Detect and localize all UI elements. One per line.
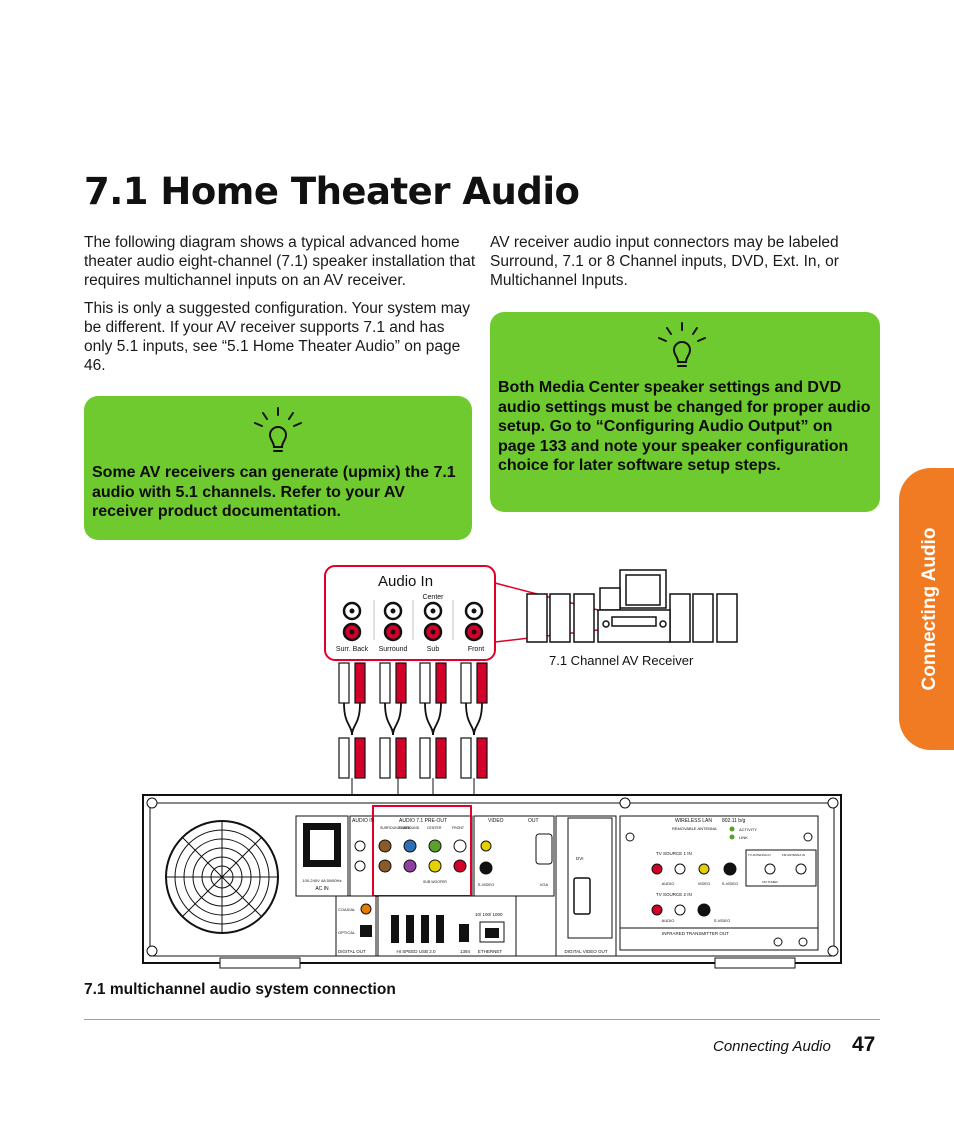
- tv1-audio-label: AUDIO: [662, 881, 675, 886]
- receiver-jacks: [342, 600, 484, 642]
- pre-out-col-front: FRONT: [452, 826, 465, 830]
- av-receiver-illustration: [526, 569, 738, 643]
- page-title: 7.1 Home Theater Audio: [84, 170, 580, 213]
- link-label: LINK: [739, 835, 748, 840]
- pre-out-jacks: [354, 839, 467, 873]
- tip-box-speaker-settings: Both Media Center speaker settings and D…: [490, 312, 880, 512]
- ir-out-label: INFRARED TRANSMITTER OUT: [662, 931, 729, 936]
- fm-antenna-label: FM ANTENNA IN: [782, 853, 805, 857]
- footer-rule: [84, 1019, 880, 1020]
- media-center-back-panel: 100-240V 4A 50/60Hz AC IN AUDIO IN AUDIO…: [142, 794, 842, 969]
- center-label: Center: [422, 594, 444, 601]
- configuration-paragraph: This is only a suggested configuration. …: [84, 300, 470, 374]
- lightbulb-icon: [254, 407, 302, 452]
- ethernet-speed-label: 10/ 100/ 1000: [475, 912, 503, 917]
- footer-section-label: Connecting Audio: [713, 1038, 831, 1055]
- pre-out-col-surround: SURROUND: [399, 826, 420, 830]
- s-video-label: S-VIDEO: [478, 882, 494, 887]
- tv-source-1-label: TV SOURCE 1 IN: [656, 851, 692, 856]
- optical-label: OPTICAL: [338, 930, 356, 935]
- tv1-video-label: VIDEO: [698, 881, 710, 886]
- lower-rca-plugs: [338, 737, 488, 779]
- tip-box-upmix: Some AV receivers can generate (upmix) t…: [84, 396, 472, 540]
- jack-label-surr-back: Surr. Back: [336, 646, 369, 653]
- jack-label-surround: Surround: [379, 646, 408, 653]
- usb-ports: [391, 915, 444, 943]
- receiver-audio-in-panel: Audio In Center Surr. Back Surround Sub …: [324, 565, 496, 661]
- removable-antenna-label: REMOVABLE ANTENNA: [672, 826, 717, 831]
- tv-antenna-label: TV ANTENNA IN: [748, 853, 771, 857]
- pre-out-label: AUDIO 7.1 PRE-OUT: [399, 818, 447, 824]
- tip-text-speaker-settings: Both Media Center speaker settings and D…: [498, 379, 871, 474]
- dvi-label: DVI: [576, 856, 584, 861]
- vga-label: VGA: [540, 882, 549, 887]
- ac-in-label: AC IN: [315, 886, 329, 892]
- section-side-tab: [899, 468, 954, 750]
- intro-paragraph: The following diagram shows a typical ad…: [84, 234, 476, 289]
- upper-rca-plugs: [338, 662, 488, 704]
- pre-out-col-surround-back: SURROUND BACK: [380, 826, 411, 830]
- lightbulb-icon: [658, 322, 706, 367]
- digital-out-label: DIGITAL OUT: [338, 949, 366, 954]
- usb-label: HI SPEED USB 2.0: [396, 949, 436, 954]
- tip-text-upmix: Some AV receivers can generate (upmix) t…: [92, 464, 456, 520]
- connector-labels-paragraph: AV receiver audio input connectors may b…: [490, 234, 839, 289]
- audio-cables: [343, 702, 483, 736]
- page-number: 47: [852, 1033, 876, 1056]
- tv-source-2-label: TV SOURCE 2 IN: [656, 892, 692, 897]
- figure-caption: 7.1 multichannel audio system connection: [84, 981, 396, 998]
- audio-in-port-label: AUDIO IN: [352, 818, 375, 824]
- fan-grill: [165, 820, 279, 934]
- coaxial-label: COAXIAL: [338, 907, 356, 912]
- wireless-lan-label: WIRELESS LAN: [675, 818, 712, 824]
- ethernet-label: ETHERNET: [478, 949, 503, 954]
- ac-rating: 100-240V 4A 50/60Hz: [302, 878, 341, 883]
- activity-label: ACTIVITY: [739, 827, 757, 832]
- out-label: OUT: [528, 818, 539, 824]
- subwoofer-label: SUB WOOFER: [423, 880, 447, 884]
- jack-label-front: Front: [468, 646, 484, 653]
- jack-label-sub: Sub: [427, 646, 440, 653]
- tv2-s-video-label: S-VIDEO: [714, 918, 730, 923]
- audio-in-label: Audio In: [378, 573, 433, 590]
- firewire-label: 1394: [460, 949, 471, 954]
- receiver-label: 7.1 Channel AV Receiver: [549, 653, 694, 668]
- tv2-audio-label: AUDIO: [662, 918, 675, 923]
- wireless-std-label: 802.11 b/g: [722, 818, 745, 824]
- fm-tuner-label: FM TUNER: [762, 880, 778, 884]
- video-label: VIDEO: [488, 818, 504, 824]
- pre-out-col-center: CENTER: [427, 826, 442, 830]
- tv1-s-video-label: S-VIDEO: [722, 881, 738, 886]
- digital-video-out-label: DIGITAL VIDEO OUT: [564, 949, 607, 954]
